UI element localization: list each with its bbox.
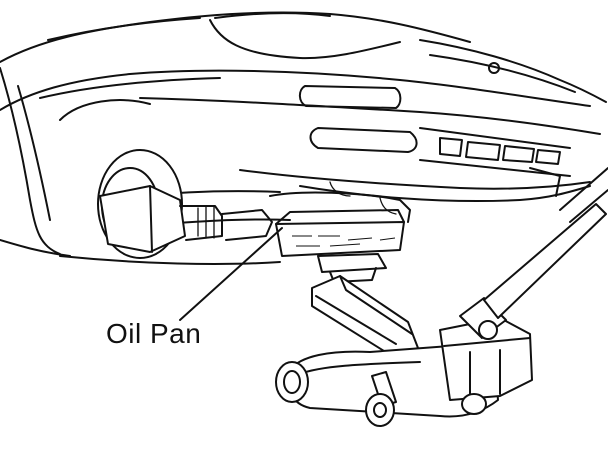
floor-jack xyxy=(275,167,608,427)
oil-pan xyxy=(269,181,411,257)
oil-pan-label: Oil Pan xyxy=(106,318,202,349)
oil-pan-leader-line xyxy=(179,227,283,321)
rear-wheel xyxy=(59,99,273,259)
